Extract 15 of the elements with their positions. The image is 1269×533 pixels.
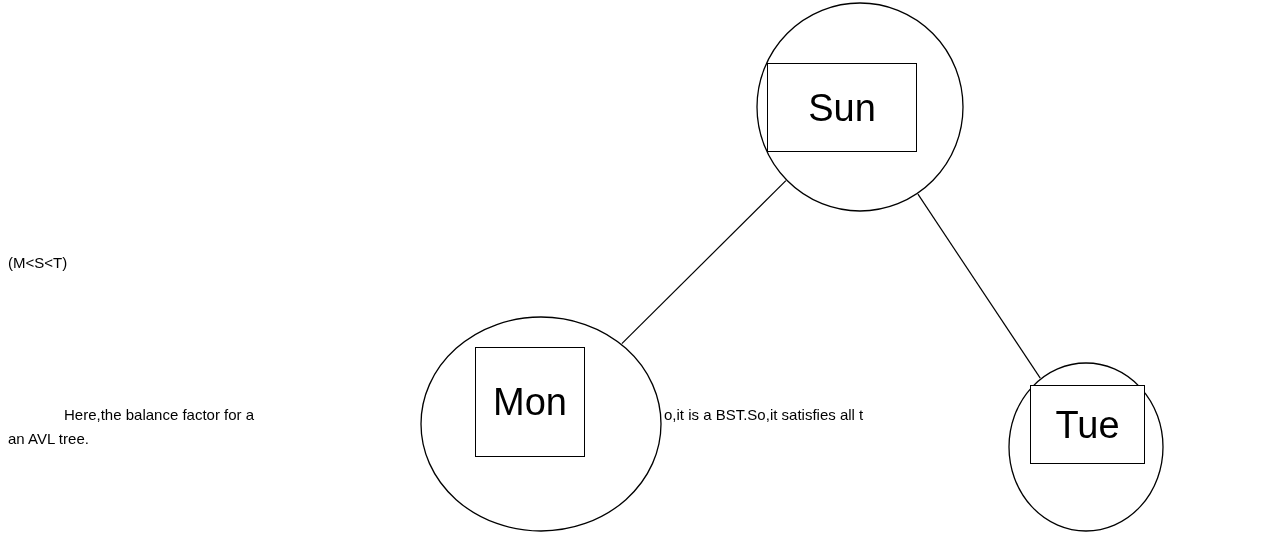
text-line: (M<S<T) <box>8 253 68 273</box>
text-line: an AVL tree. <box>8 429 89 449</box>
tree-edge <box>917 193 1041 379</box>
key-box <box>767 63 917 152</box>
node-key: Mon <box>493 383 567 421</box>
key-box <box>475 347 585 457</box>
node-key: Sun <box>808 88 876 127</box>
tree-node-circle <box>1008 362 1164 532</box>
tree-edge <box>621 180 787 345</box>
key-box <box>1030 385 1145 464</box>
tree-node-circle <box>756 2 964 212</box>
text-line: Here,the balance factor for a <box>64 405 255 425</box>
text-line: o,it is a BST.So,it satisfies all t <box>664 405 864 425</box>
node-key: Tue <box>1055 405 1120 444</box>
tree-node-circle <box>420 316 662 532</box>
